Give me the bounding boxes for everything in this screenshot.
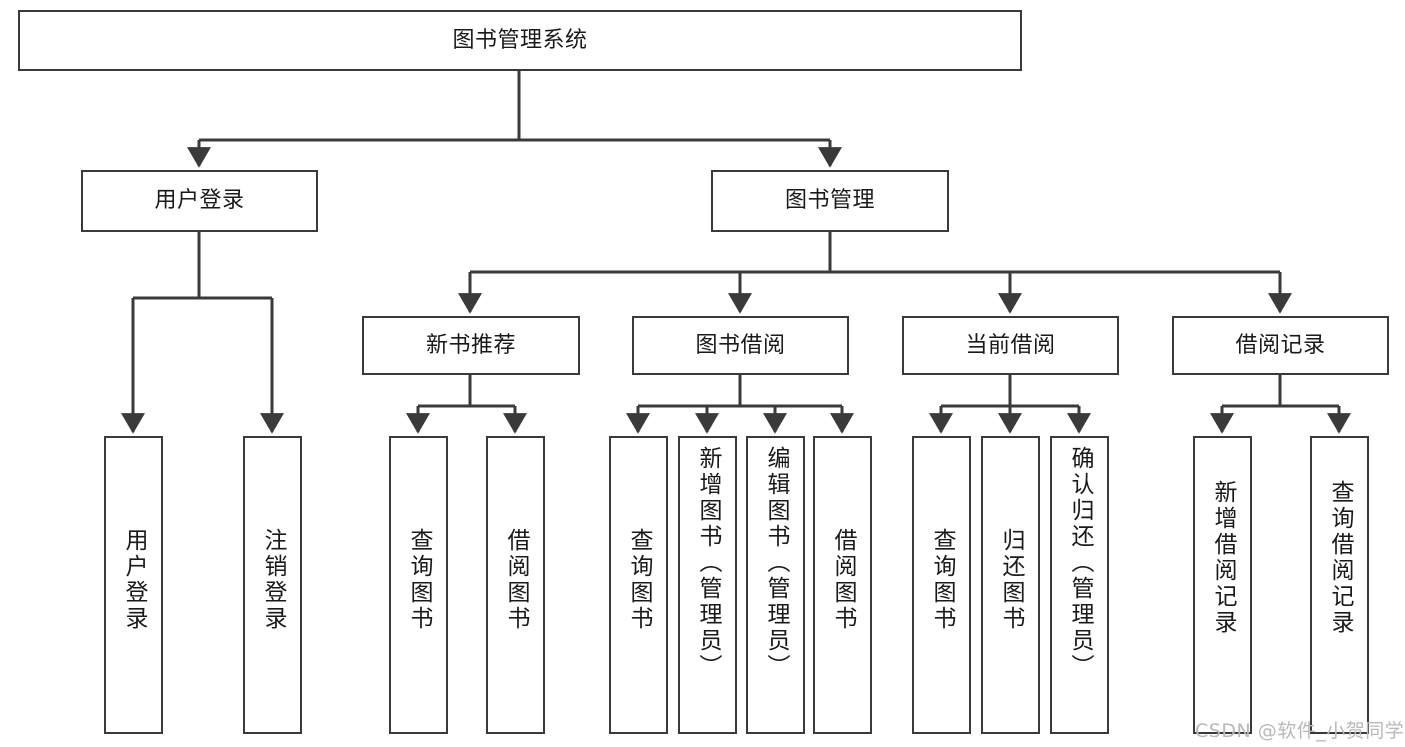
- leaf-query-book-2-label: 查询图书: [626, 528, 652, 632]
- leaf-add-book-label: 新增图书（管理员）: [695, 446, 721, 680]
- node-book-borrow-label: 图书借阅: [695, 332, 786, 358]
- node-root-label: 图书管理系统: [452, 27, 588, 53]
- leaf-borrow-book-1[interactable]: 借阅图书: [486, 436, 545, 734]
- leaf-return-book[interactable]: 归还图书: [981, 436, 1040, 734]
- node-borrow-record-label: 借阅记录: [1235, 332, 1326, 358]
- leaf-borrow-book-1-label: 借阅图书: [503, 528, 529, 632]
- leaf-add-record-label: 新增借阅记录: [1210, 480, 1236, 636]
- leaf-edit-book[interactable]: 编辑图书（管理员）: [746, 436, 805, 734]
- leaf-return-book-label: 归还图书: [998, 528, 1024, 632]
- leaf-edit-book-label: 编辑图书（管理员）: [763, 446, 789, 680]
- node-book-manage-label: 图书管理: [784, 188, 875, 214]
- leaf-user-logout-label: 注销登录: [260, 528, 286, 632]
- node-user-login-label: 用户登录: [154, 188, 245, 214]
- leaf-query-book-3[interactable]: 查询图书: [912, 436, 971, 734]
- leaf-borrow-book-2[interactable]: 借阅图书: [813, 436, 872, 734]
- leaf-confirm-return-label: 确认归还（管理员）: [1067, 446, 1093, 680]
- node-new-book-recommend-label: 新书推荐: [425, 332, 516, 358]
- leaf-query-book-2[interactable]: 查询图书: [609, 436, 668, 734]
- leaf-query-record[interactable]: 查询借阅记录: [1310, 436, 1369, 734]
- leaf-borrow-book-2-label: 借阅图书: [830, 528, 856, 632]
- node-user-login[interactable]: 用户登录: [81, 170, 318, 232]
- node-borrow-record[interactable]: 借阅记录: [1172, 316, 1389, 375]
- leaf-confirm-return[interactable]: 确认归还（管理员）: [1050, 436, 1109, 734]
- node-book-manage[interactable]: 图书管理: [711, 170, 949, 232]
- leaf-user-logout[interactable]: 注销登录: [243, 436, 302, 734]
- leaf-query-record-label: 查询借阅记录: [1327, 480, 1353, 636]
- leaf-add-record[interactable]: 新增借阅记录: [1193, 436, 1252, 734]
- node-book-borrow[interactable]: 图书借阅: [632, 316, 849, 375]
- leaf-add-book[interactable]: 新增图书（管理员）: [678, 436, 737, 734]
- leaf-user-login-label: 用户登录: [121, 528, 147, 632]
- node-root[interactable]: 图书管理系统: [18, 10, 1022, 71]
- node-current-borrow[interactable]: 当前借阅: [902, 316, 1119, 375]
- node-current-borrow-label: 当前借阅: [965, 332, 1056, 358]
- edges-group: [121, 71, 1351, 434]
- leaf-query-book-1-label: 查询图书: [406, 528, 432, 632]
- leaf-query-book-1[interactable]: 查询图书: [389, 436, 448, 734]
- leaf-user-login[interactable]: 用户登录: [104, 436, 163, 734]
- leaf-query-book-3-label: 查询图书: [929, 528, 955, 632]
- node-new-book-recommend[interactable]: 新书推荐: [362, 316, 580, 375]
